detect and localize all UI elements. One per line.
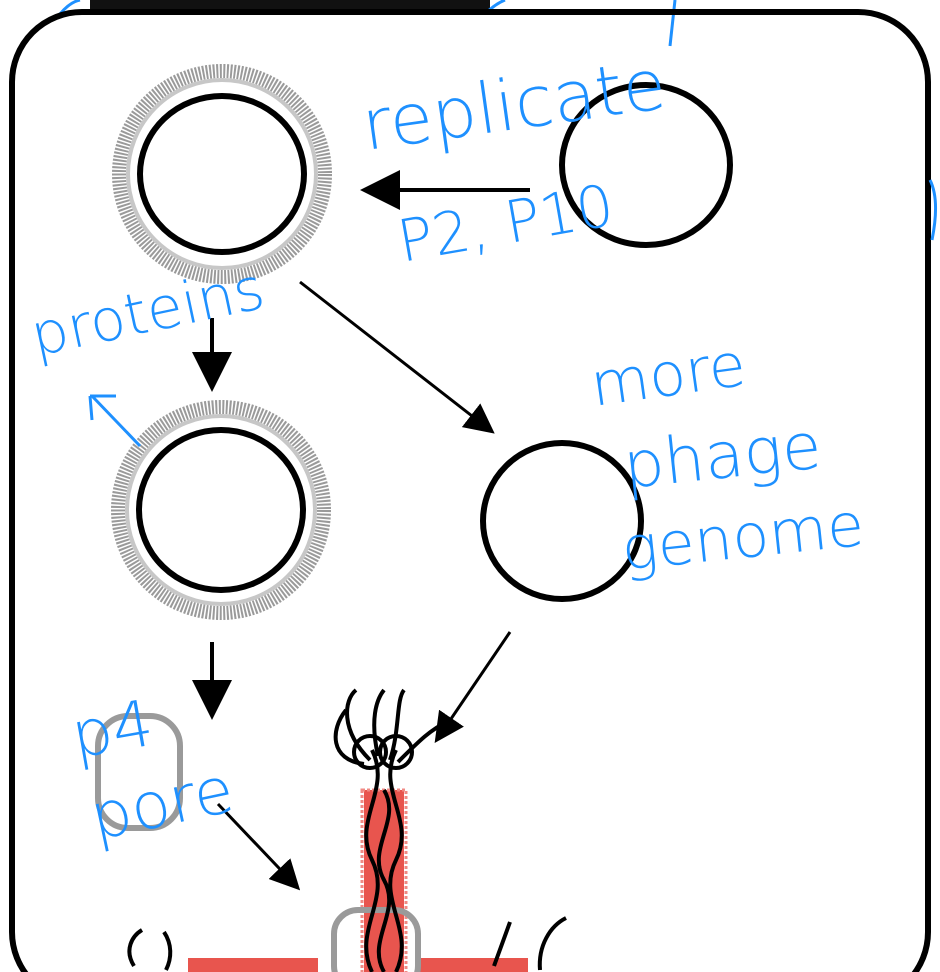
label-more: more [586,330,750,421]
label-proteins: proteins [25,254,270,370]
label-replicate: replicate [357,43,671,167]
genome-circle-middle-right [480,440,644,602]
coated-genome-middle [111,400,331,620]
bottom-curves [127,916,567,971]
cell-boundary [9,9,931,972]
cropped-right-mark [928,179,937,241]
top-cropped-heading [58,0,677,47]
phage-filament [333,688,451,972]
arrow-to-pore [216,802,301,891]
genome-circle-top-right [559,82,733,248]
label-phage: phage [620,410,825,504]
membrane-pore [188,788,528,972]
coated-genome-top [112,64,332,284]
label-genome: genome [618,490,867,585]
proteins-pointer [88,394,142,448]
arrow-to-more-genome [299,280,495,434]
label-p2-p10: P2, P10 [393,171,619,276]
p4-pore-box [95,713,183,831]
label-p4: p4 [66,687,159,774]
